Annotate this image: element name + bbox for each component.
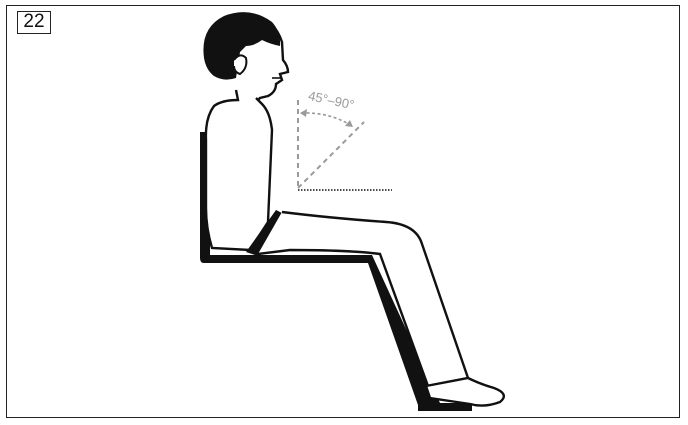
angle-arc (301, 113, 352, 126)
diagonal-reference-line (298, 122, 364, 188)
head (203, 12, 288, 102)
arc-arrow-left-icon (300, 109, 307, 117)
trousers-outline (258, 212, 468, 386)
angle-label: 45°–90° (307, 88, 356, 112)
shirt-outline (206, 90, 272, 250)
angle-guide: 45°–90° (298, 88, 392, 190)
legs (258, 212, 504, 406)
arc-arrow-right-icon (345, 120, 353, 127)
